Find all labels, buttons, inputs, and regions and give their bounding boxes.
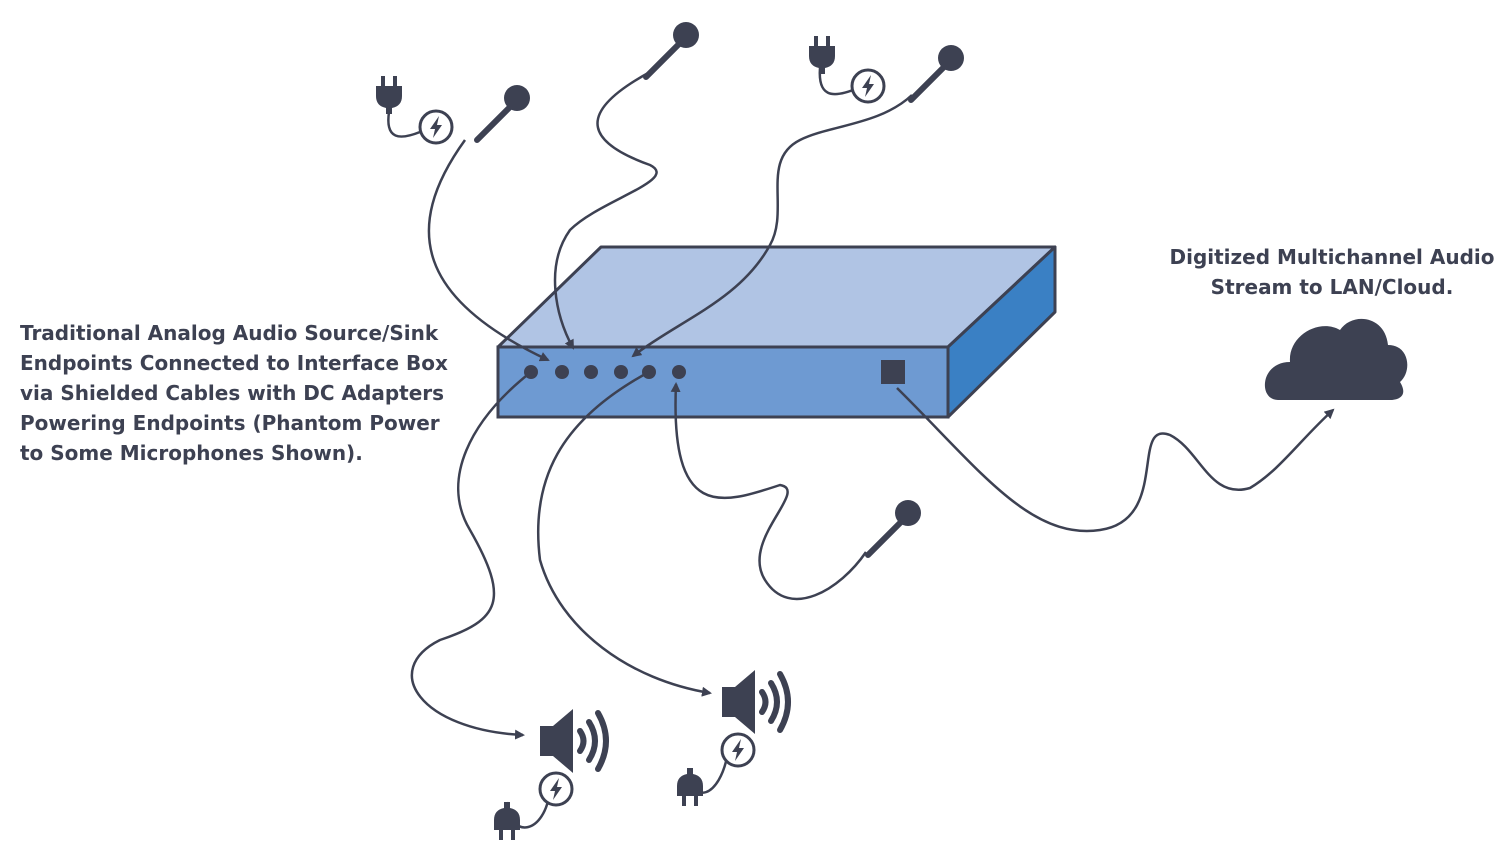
speaker-icon [722,670,788,734]
cable-mic-3 [631,94,913,358]
cable-speaker-2 [536,370,712,697]
power-plug-icon [376,76,402,114]
speaker-icon [540,709,606,773]
microphone-icon [911,45,964,100]
power-plug-icon [809,36,835,74]
microphone-icon [646,22,699,77]
endpoints-description: Traditional Analog Audio Source/Sink End… [20,321,448,465]
stream-description: Digitized Multichannel Audio Stream to L… [1169,245,1495,299]
port-icon [672,365,686,379]
network-port-icon [881,360,905,384]
lightning-icon [720,732,756,768]
port-icon [584,365,598,379]
lightning-icon [850,68,886,104]
cable-mic-4 [670,382,868,601]
microphone-icon [868,500,921,555]
cables [410,70,1335,740]
port-icon [555,365,569,379]
lightning-icon [418,109,454,145]
cable-mic-1 [427,139,550,362]
lightning-icon [538,771,574,807]
power-plug-icon [677,768,703,806]
interface-box [496,245,1057,419]
port-icon [614,365,628,379]
cable-speaker-1 [410,371,532,740]
cloud-icon [1264,318,1408,400]
microphone-icon [477,85,530,140]
cable-mic-2 [553,70,658,350]
power-plug-icon [494,802,520,840]
box-front-face [496,345,950,419]
cable-network [896,387,1335,533]
